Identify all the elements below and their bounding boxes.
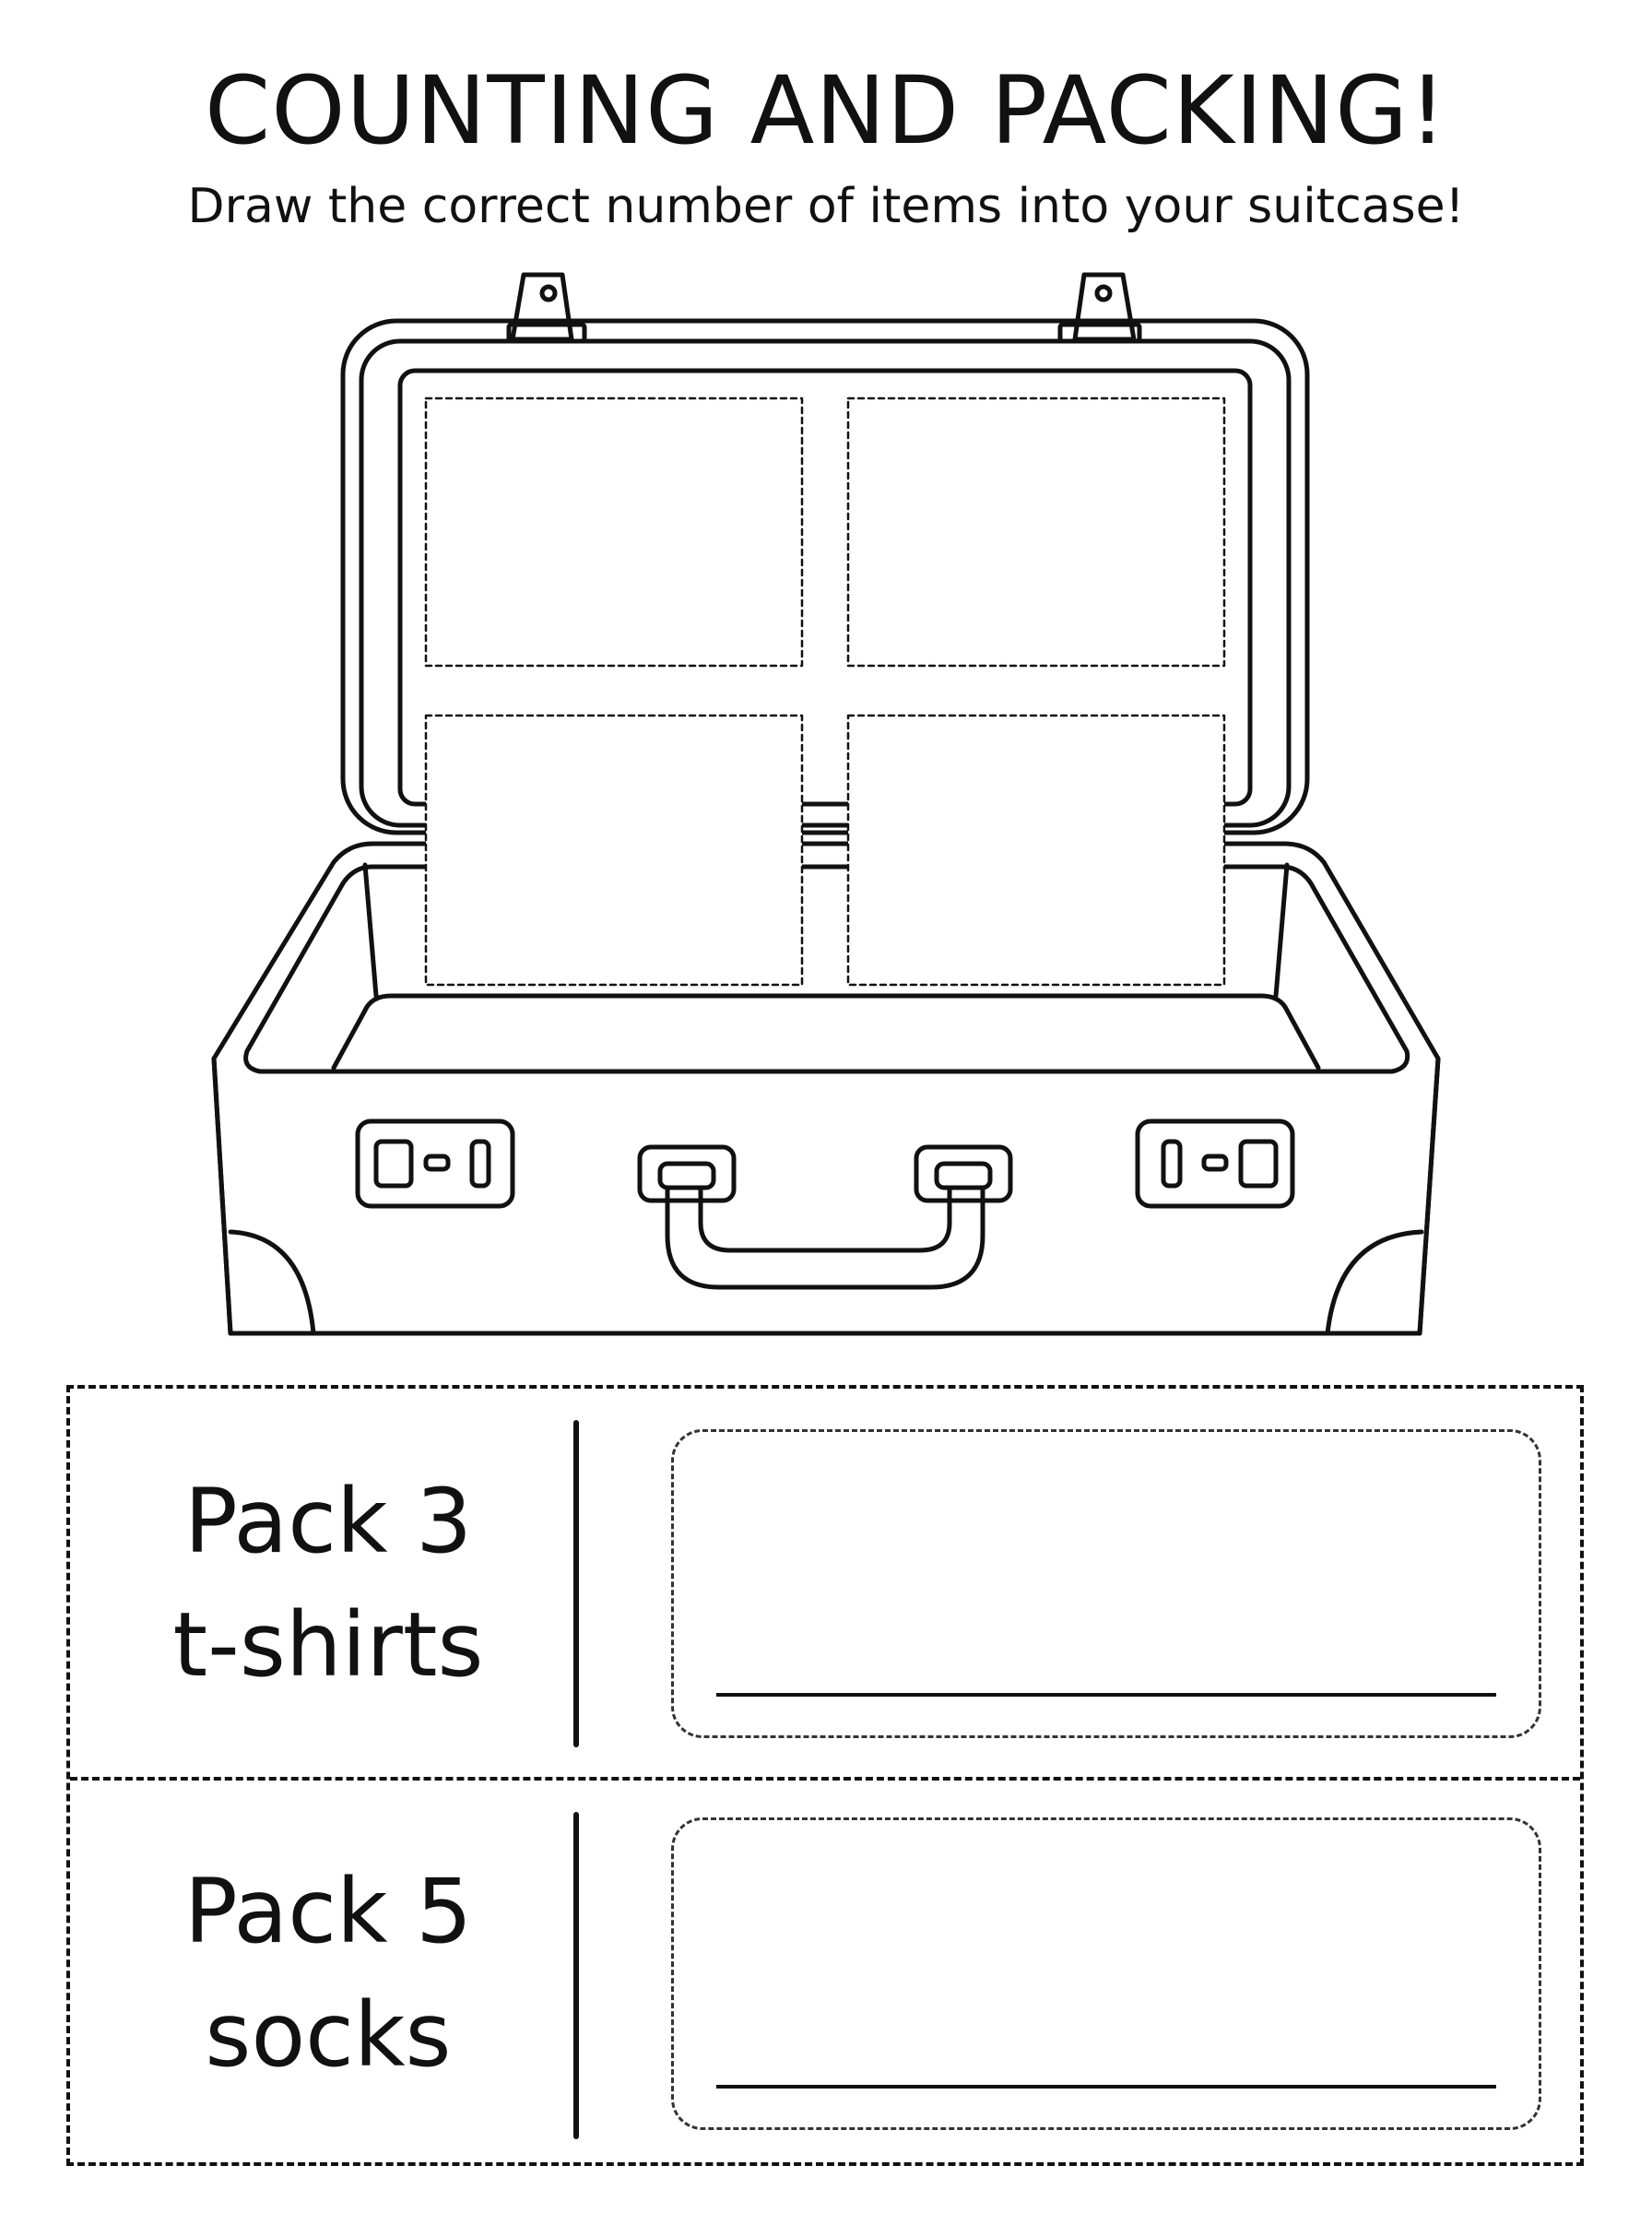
task-label: Pack 3 t-shirts <box>70 1460 586 1707</box>
task-panel: Pack 3 t-shirts Pack 5 socks <box>66 1385 1584 2166</box>
row-divider <box>70 1777 1580 1781</box>
task-row: Pack 5 socks <box>70 1781 1580 2166</box>
answer-line[interactable] <box>716 1693 1496 1697</box>
answer-line[interactable] <box>716 2085 1496 2089</box>
compartment <box>424 396 804 668</box>
column-divider <box>573 1812 579 2139</box>
lid-compartments <box>424 396 1226 987</box>
column-divider <box>573 1420 579 1747</box>
task-label-line: Pack 3 <box>183 1469 473 1573</box>
drawing-box[interactable] <box>671 1817 1541 2130</box>
task-row: Pack 3 t-shirts <box>70 1389 1580 1777</box>
lock-icon <box>1135 1118 1295 1209</box>
compartment <box>846 396 1226 668</box>
task-label: Pack 5 socks <box>70 1850 586 2097</box>
task-label-line: socks <box>205 1983 452 2087</box>
compartment <box>846 714 1226 987</box>
suitcase-base <box>211 841 1441 1336</box>
drawing-box[interactable] <box>671 1429 1541 1738</box>
suitcase-illustration <box>211 272 1441 1336</box>
handle-icon <box>637 1144 1013 1290</box>
lock-icon <box>355 1118 515 1209</box>
latch-icon <box>506 272 587 344</box>
task-label-line: Pack 5 <box>183 1860 473 1963</box>
page-title: COUNTING AND PACKING! <box>204 56 1448 166</box>
task-label-line: t-shirts <box>172 1592 484 1697</box>
compartment <box>424 714 804 987</box>
suitcase-lid <box>340 318 1310 835</box>
instructions: Draw the correct number of items into yo… <box>187 179 1465 234</box>
latch-icon <box>1057 272 1142 344</box>
